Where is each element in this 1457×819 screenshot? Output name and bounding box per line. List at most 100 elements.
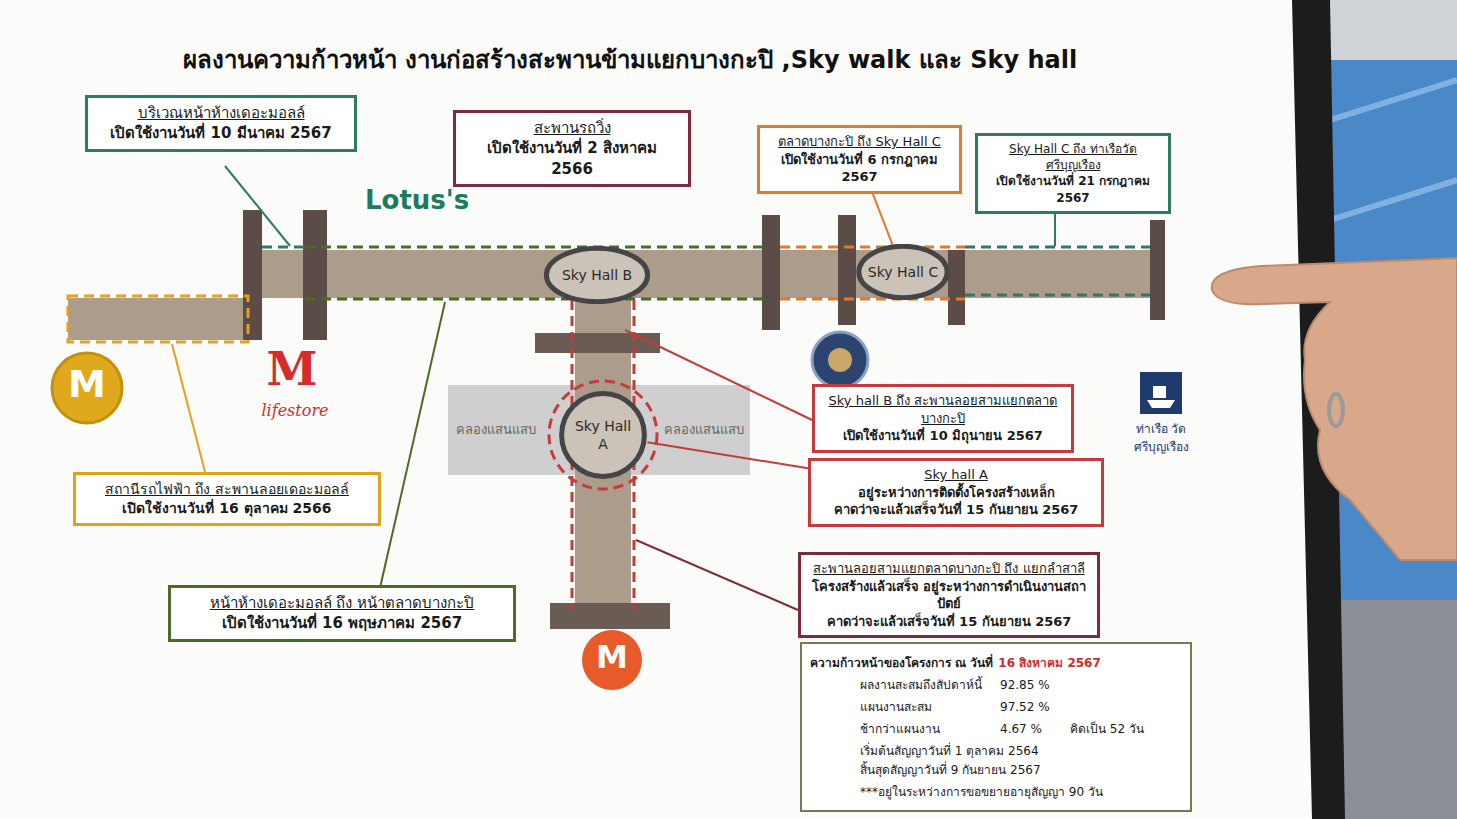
box-heading: บริเวณหน้าห้างเดอะมอลล์ — [97, 103, 345, 123]
map-label: lifestore — [250, 402, 340, 420]
ellipse-shape — [562, 394, 645, 477]
contract-start: เริ่มต้นสัญญาวันที่ 1 ตุลาคม 2564 — [810, 741, 1039, 760]
dashed-outline — [262, 246, 305, 249]
leader-line — [172, 344, 205, 472]
dashed-outline — [780, 246, 965, 249]
map-label: M — [258, 344, 326, 395]
diagram-title: ผลงานความก้าวหน้า งานก่อสร้างสะพานข้ามแย… — [120, 40, 1140, 79]
callout-box: ตลาดบางกะปิ ถึง Sky Hall Cเปิดใช้งานวันท… — [757, 125, 962, 194]
backdrop-bottom — [1330, 600, 1457, 819]
metro-logo — [582, 630, 642, 690]
callout-box: Sky hall Aอยู่ระหว่างการติดตั้งโครงสร้าง… — [808, 458, 1104, 527]
progress-row: แผนงานสะสม97.52 % — [810, 697, 1182, 716]
box-heading: Sky hall A — [820, 466, 1092, 484]
emblem — [828, 348, 852, 372]
callout-box: Sky Hall C ถึง ท่าเรือวัดศรีบุญเรืองเปิด… — [975, 133, 1171, 214]
callout-box: สะพานลอยสามแยกตลาดบางกะปิ ถึง แยกลำสาลีโ… — [798, 552, 1100, 638]
map-label: M — [587, 640, 637, 675]
box-heading: Sky Hall C ถึง ท่าเรือวัดศรีบุญเรือง — [987, 141, 1159, 173]
dashed-outline — [780, 298, 965, 301]
contract-end: สิ้นสุดสัญญาวันที่ 9 กันยายน 2567 — [810, 760, 1041, 779]
pillar — [948, 250, 965, 325]
box-text: โครงสร้างแล้วเสร็จ อยู่ระหว่างการดำเนินง… — [810, 578, 1088, 613]
box-heading: สถานีรถไฟฟ้า ถึง สะพานลอยเดอะมอลล์ — [85, 480, 369, 499]
progress-date: 16 สิงหาคม 2567 — [998, 653, 1100, 672]
box-text: คาดว่าจะแล้วเสร็จวันที่ 15 กันยายน 2567 — [820, 501, 1092, 519]
box-text: เปิดใช้งานวันที่ 16 ตุลาคม 2566 — [85, 499, 369, 518]
progress-item: แผนงานสะสม — [810, 697, 1000, 716]
connector — [647, 442, 808, 468]
sky-hall-name: Sky Hall B — [549, 266, 645, 284]
progress-value: 4.67 % — [1000, 722, 1070, 736]
callout-box: บริเวณหน้าห้างเดอะมอลล์เปิดใช้งานวันที่ … — [85, 95, 357, 152]
leader-line — [225, 166, 290, 246]
tarp-stripe — [1330, 180, 1457, 220]
callout-box: สะพานรถวิ่งเปิดใช้งานวันที่ 2 สิงหาคม 25… — [453, 110, 691, 187]
map-label: M — [57, 364, 117, 406]
sky-hall-name: Sky Hall A — [574, 417, 632, 453]
box-text: อยู่ระหว่างการติดตั้งโครงสร้างเหล็ก — [820, 484, 1092, 502]
progress-box: ความก้าวหน้าของโครงการ ณ วันที่16 สิงหาค… — [800, 642, 1192, 812]
emblem — [812, 332, 868, 388]
box-text: คาดว่าจะแล้วเสร็จวันที่ 15 กันยายน 2567 — [810, 613, 1088, 631]
dashed-outline — [965, 294, 1150, 297]
pier-icon — [1140, 372, 1182, 414]
ellipse-shape — [546, 248, 647, 301]
connector-line — [873, 194, 893, 245]
dashed-outline — [305, 246, 765, 249]
ellipse-outline — [558, 390, 648, 480]
sky-hall-ellipse: Sky Hall B — [542, 246, 652, 304]
leader-line — [636, 540, 798, 610]
map-label: Lotus's — [365, 186, 485, 215]
progress-row: ความก้าวหน้าของโครงการ ณ วันที่16 สิงหาค… — [810, 653, 1182, 672]
progress-row: ***อยู่ในระหว่างการขอขยายอายุสัญญา 90 วั… — [810, 782, 1182, 801]
walkway — [245, 250, 1165, 298]
progress-item: ช้ากว่าแผนงาน — [810, 719, 1000, 738]
box-text: เปิดใช้งานวันที่ 16 พฤษภาคม 2567 — [180, 613, 504, 633]
pointing-hand — [1212, 258, 1457, 560]
canal-name: คลองแสนแสบ — [456, 419, 536, 440]
connector — [873, 194, 893, 245]
dashed-outline — [965, 246, 1150, 249]
callout-box: สถานีรถไฟฟ้า ถึง สะพานลอยเดอะมอลล์เปิดใช… — [73, 472, 381, 526]
stair-bar — [535, 333, 660, 353]
dashed-outline — [549, 381, 657, 489]
pillar — [303, 210, 327, 340]
metro-logo — [52, 353, 122, 423]
ring — [1329, 394, 1343, 426]
progress-row: ผลงานสะสมถึงสัปดาห์นี้92.85 % — [810, 675, 1182, 694]
pillar — [243, 210, 262, 340]
sky-hall-ellipse: Sky Hall C — [855, 244, 951, 300]
progress-row: เริ่มต้นสัญญาวันที่ 1 ตุลาคม 2564สิ้นสุด… — [810, 741, 1182, 779]
paper — [0, 0, 1312, 819]
box-text: เปิดใช้งานวันที่ 21 กรกฎาคม 2567 — [987, 173, 1159, 205]
leader-line — [380, 302, 445, 588]
boat-symbol — [1147, 386, 1175, 408]
box-heading: สะพานลอยสามแยกตลาดบางกะปิ ถึง แยกลำสาลี — [810, 560, 1088, 578]
sky-hall-name: Sky Hall C — [861, 263, 945, 281]
pillar — [1150, 220, 1165, 320]
box-heading: Sky hall B ถึง สะพานลอยสามแยกตลาดบางกะปิ — [824, 392, 1062, 427]
progress-note: คิดเป็น 52 วัน — [1070, 719, 1144, 738]
progress-row: ช้ากว่าแผนงาน4.67 %คิดเป็น 52 วัน — [810, 719, 1182, 738]
pillar — [838, 215, 856, 325]
walkway — [68, 298, 250, 340]
box-heading: หน้าห้างเดอะมอลล์ ถึง หน้าตลาดบางกะปิ — [180, 593, 504, 613]
box-text: เปิดใช้งานวันที่ 2 สิงหาคม 2566 — [465, 138, 679, 179]
dashed-outline — [68, 296, 248, 342]
map-label: ท่าเรือ วัดศรีบุญเรือง — [1112, 420, 1210, 456]
progress-value: 92.85 % — [1000, 678, 1080, 692]
stair-bar — [550, 603, 670, 629]
progress-item: ผลงานสะสมถึงสัปดาห์นี้ — [810, 675, 1000, 694]
connector-line — [647, 442, 808, 468]
contract-note: ***อยู่ในระหว่างการขอขยายอายุสัญญา 90 วั… — [810, 782, 1103, 801]
box-heading: สะพานรถวิ่ง — [465, 118, 679, 138]
box-text: เปิดใช้งานวันที่ 10 มิถุนายน 2567 — [824, 427, 1062, 445]
box-heading: ตลาดบางกะปิ ถึง Sky Hall C — [769, 133, 950, 151]
progress-value: 97.52 % — [1000, 700, 1080, 714]
sky-hall-ellipse: Sky Hall A — [558, 390, 648, 480]
box-text: เปิดใช้งานวันที่ 10 มีนาคม 2567 — [97, 123, 345, 143]
